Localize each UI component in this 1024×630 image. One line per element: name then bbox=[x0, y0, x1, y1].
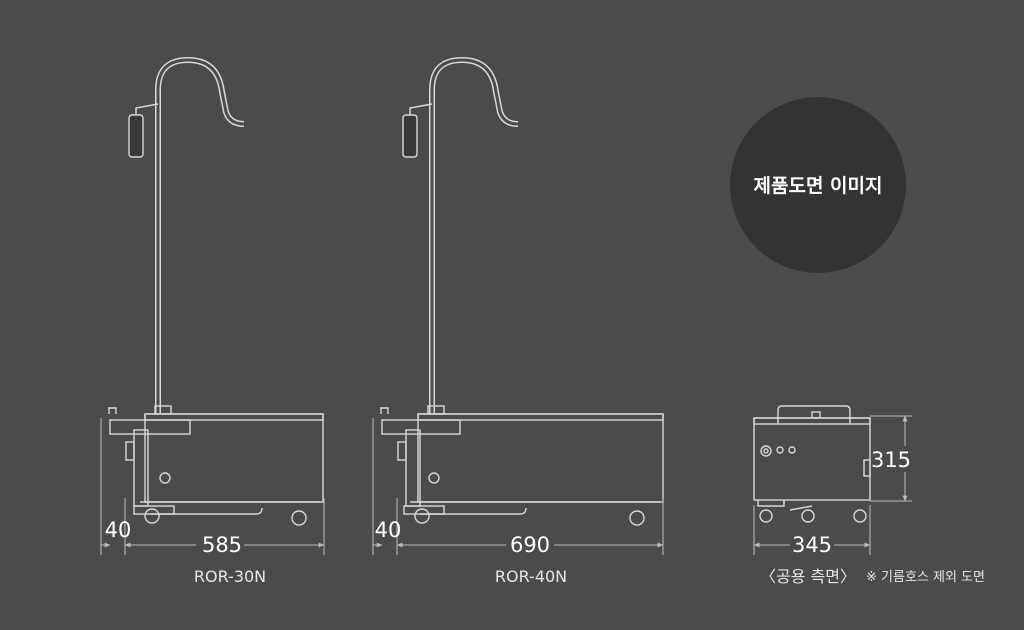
drain-valve bbox=[428, 472, 440, 484]
caster bbox=[291, 510, 307, 526]
tank-body bbox=[144, 413, 324, 503]
ror-30n-drawing bbox=[108, 56, 324, 526]
side-view-note: ※ 기름호스 제외 도면 bbox=[866, 570, 985, 585]
tank-body bbox=[417, 413, 664, 503]
grip-handle bbox=[128, 114, 144, 158]
ror-30n-width-label: 585 bbox=[202, 533, 242, 557]
hose-pipe bbox=[155, 56, 245, 413]
side-height-label: 315 bbox=[871, 448, 911, 472]
grip-handle bbox=[402, 114, 418, 158]
ror-30n-model-label: ROR-30N bbox=[194, 567, 266, 586]
side-view-drawing bbox=[753, 405, 871, 523]
caster bbox=[629, 510, 645, 526]
caster bbox=[759, 509, 773, 523]
gauge-icon bbox=[760, 445, 772, 457]
ror-40n-model-label: ROR-40N bbox=[495, 567, 567, 586]
ror-40n-drawing bbox=[380, 56, 664, 526]
badge-label: 제품도면 이미지 bbox=[754, 175, 883, 197]
hose-pipe bbox=[429, 56, 519, 413]
badge-circle bbox=[730, 97, 906, 273]
ror-40n-width-label: 690 bbox=[510, 533, 550, 557]
side-width-label: 345 bbox=[792, 533, 832, 557]
top-handle bbox=[777, 405, 851, 424]
side-view-title: 〈공용 측면〉 bbox=[760, 567, 856, 586]
ror-40n-side-label: 40 bbox=[375, 518, 402, 542]
drain-valve bbox=[159, 472, 171, 484]
side-body bbox=[753, 417, 871, 501]
ror-30n-side-label: 40 bbox=[105, 518, 132, 542]
